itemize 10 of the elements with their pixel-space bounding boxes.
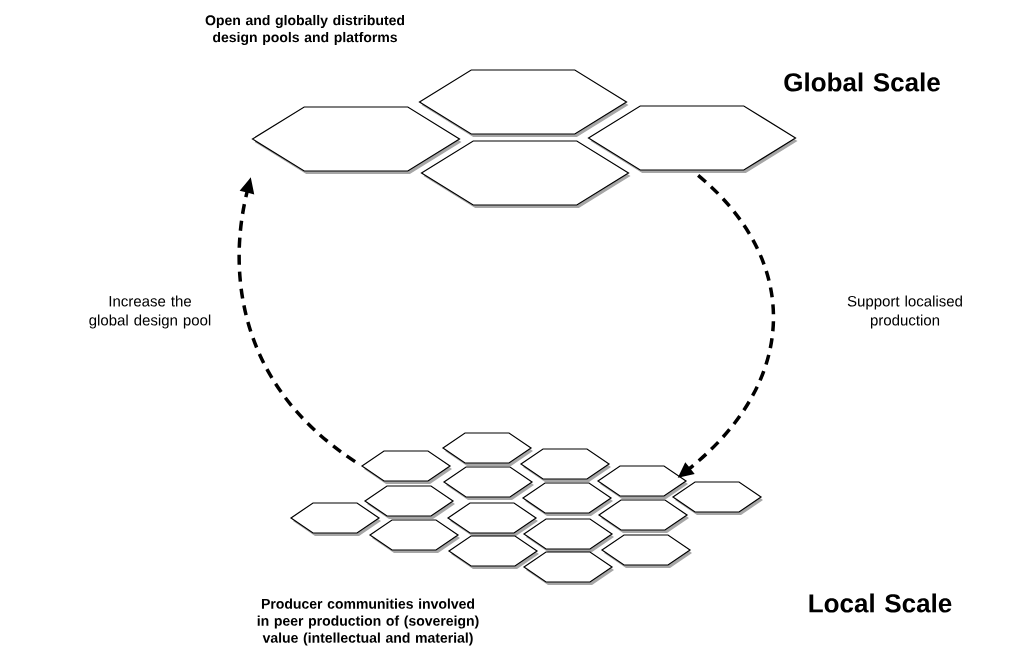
text-label: Global Scale: [784, 72, 940, 92]
text-label: Local Scale: [809, 593, 952, 613]
edge-label: Increase the global design pool: [89, 295, 211, 329]
hexagon: [587, 105, 798, 173]
edge-label: Support localised production: [847, 295, 962, 329]
text-label: Producer communities involved in peer production of (sovereign) value (intellectual and material): [257, 598, 479, 646]
text-label: Open and globally distributed design pools and platforms: [205, 14, 405, 46]
hexagon: [251, 106, 462, 174]
hexagon: [418, 69, 629, 137]
hexagon: [420, 140, 631, 208]
